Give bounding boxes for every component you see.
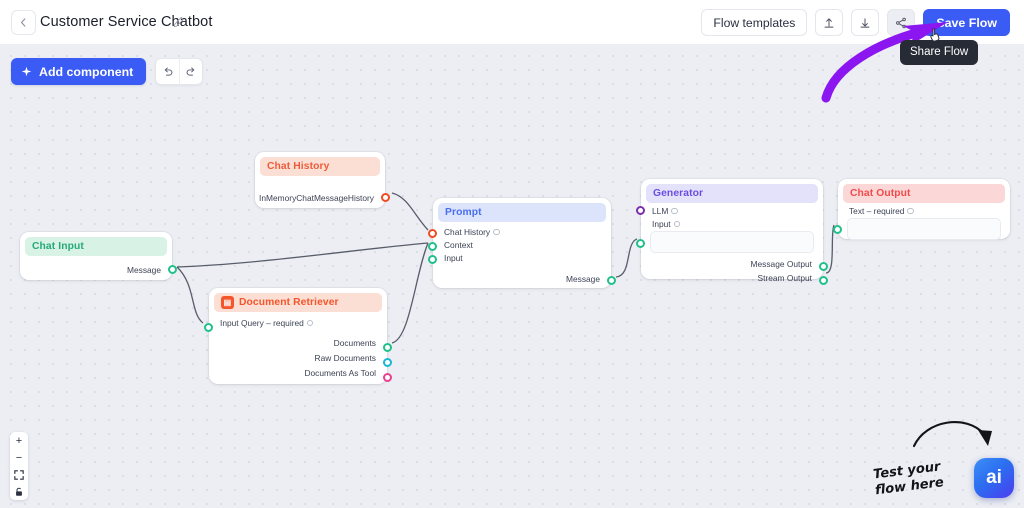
input-port-input[interactable] <box>428 255 437 264</box>
import-flow-button[interactable] <box>815 9 844 36</box>
input-port-llm[interactable] <box>636 206 645 215</box>
port-label-input: Input <box>444 253 463 263</box>
export-flow-button[interactable] <box>851 9 880 36</box>
output-port-raw-documents[interactable] <box>383 358 392 367</box>
flow-canvas[interactable]: Add component Chat Histor <box>0 45 1024 508</box>
input-port-context[interactable] <box>428 242 437 251</box>
edge-documents-context <box>391 242 429 344</box>
node-generator[interactable]: Generator LLM Input Message Output Strea… <box>636 179 828 285</box>
mouse-pointer-icon <box>930 28 940 42</box>
document-icon: ▤ <box>221 296 234 309</box>
input-port-chat-history[interactable] <box>428 229 437 238</box>
node-chat-history[interactable]: Chat History InMemoryChatMessageHistory <box>255 152 390 208</box>
node-header: Prompt <box>438 203 606 222</box>
flow-templates-button[interactable]: Flow templates <box>701 9 808 36</box>
info-icon[interactable] <box>306 319 314 327</box>
port-label-llm: LLM <box>652 206 678 216</box>
output-port-message-output[interactable] <box>819 262 828 271</box>
zoom-in-button[interactable]: + <box>15 434 23 447</box>
port-label-generator-input: Input <box>652 219 681 229</box>
chevron-left-icon <box>20 18 26 27</box>
node-title-text: Document Retriever <box>239 297 339 308</box>
info-icon[interactable] <box>673 220 681 228</box>
input-port-text[interactable] <box>833 225 842 234</box>
label-text: Input <box>652 219 671 229</box>
sparkle-icon <box>21 66 32 77</box>
edge-chatinput-promptinput <box>176 242 429 268</box>
node-prompt[interactable]: Prompt Chat History Context Input Messag… <box>428 198 616 288</box>
fit-view-button[interactable] <box>10 466 28 483</box>
output-port-inmemorychatmessagehistory[interactable] <box>381 193 390 202</box>
redo-button[interactable] <box>179 59 202 84</box>
port-label-text: Text – required <box>849 206 914 216</box>
port-label-message-output: Message Output <box>750 259 812 269</box>
node-document-retriever[interactable]: ▤ Document Retriever Input Query – requi… <box>204 288 392 384</box>
info-icon[interactable] <box>493 228 500 236</box>
lock-icon <box>16 487 22 496</box>
label-text: LLM <box>652 206 669 216</box>
node-header: Chat Output <box>843 184 1005 203</box>
zoom-out-button[interactable]: − <box>15 451 23 464</box>
port-label-stream-output: Stream Output <box>757 273 812 283</box>
ai-playground-button[interactable]: ai <box>974 458 1014 498</box>
node-header: ▤ Document Retriever <box>214 293 382 312</box>
undo-button[interactable] <box>156 59 179 84</box>
port-label-documents: Documents <box>333 338 376 348</box>
pencil-icon[interactable] <box>173 16 185 28</box>
view-controls: + − <box>10 432 28 500</box>
port-label-input-query: Input Query – required <box>220 318 314 328</box>
label-text: Input Query – required <box>220 318 304 328</box>
edge-prompt-generator <box>615 238 638 278</box>
undo-icon <box>164 66 173 76</box>
chat-output-text-field[interactable] <box>847 218 1001 240</box>
back-button[interactable] <box>11 10 36 35</box>
info-icon[interactable] <box>671 207 678 215</box>
redo-icon <box>186 66 195 76</box>
port-label-message-out: Message <box>566 274 600 284</box>
add-component-button[interactable]: Add component <box>11 58 147 85</box>
node-chat-output[interactable]: Chat Output Text – required <box>833 179 1010 240</box>
output-port-message[interactable] <box>607 276 616 285</box>
node-header: Chat History <box>260 157 380 176</box>
test-flow-callout: Test your flow here <box>872 456 965 499</box>
info-icon[interactable] <box>907 207 914 215</box>
output-port-documents-as-tool[interactable] <box>383 373 392 382</box>
output-port-message[interactable] <box>168 265 177 274</box>
port-label-message: Message <box>127 265 161 275</box>
input-port-input-query[interactable] <box>204 323 213 332</box>
node-header: Generator <box>646 184 818 203</box>
header-actions: Flow templates <box>701 9 1010 36</box>
input-port-generator-input[interactable] <box>636 239 645 248</box>
edge-chatinput-docretriever <box>176 266 204 324</box>
port-label-raw-documents: Raw Documents <box>314 353 376 363</box>
port-label-chat-history: Chat History <box>444 227 500 237</box>
node-header: Chat Input <box>25 237 167 256</box>
curved-arrow-icon <box>912 421 992 448</box>
lock-button[interactable] <box>10 483 28 500</box>
download-icon <box>860 17 870 28</box>
output-port-documents[interactable] <box>383 343 392 352</box>
app-header: Customer Service Chatbot Flow templates <box>0 0 1024 45</box>
edge-chathistory-prompt <box>391 192 429 231</box>
undo-redo-group <box>155 58 204 85</box>
canvas-toolbar: Add component <box>11 58 204 85</box>
share-flow-button[interactable] <box>887 9 916 36</box>
label-text: Chat History <box>444 227 491 237</box>
fit-view-icon <box>14 469 24 480</box>
label-text: Text – required <box>849 206 905 216</box>
port-label-context: Context <box>444 240 473 250</box>
output-port-stream-output[interactable] <box>819 276 828 285</box>
upload-icon <box>824 17 834 28</box>
generator-input-field[interactable] <box>650 231 814 253</box>
share-icon <box>896 17 907 28</box>
add-component-label: Add component <box>39 64 134 79</box>
node-chat-input[interactable]: Chat Input Message <box>20 232 177 280</box>
port-label-documents-as-tool: Documents As Tool <box>304 368 376 378</box>
port-label-inmemorychatmessagehistory: InMemoryChatMessageHistory <box>259 193 374 203</box>
page-title: Customer Service Chatbot <box>40 14 213 30</box>
